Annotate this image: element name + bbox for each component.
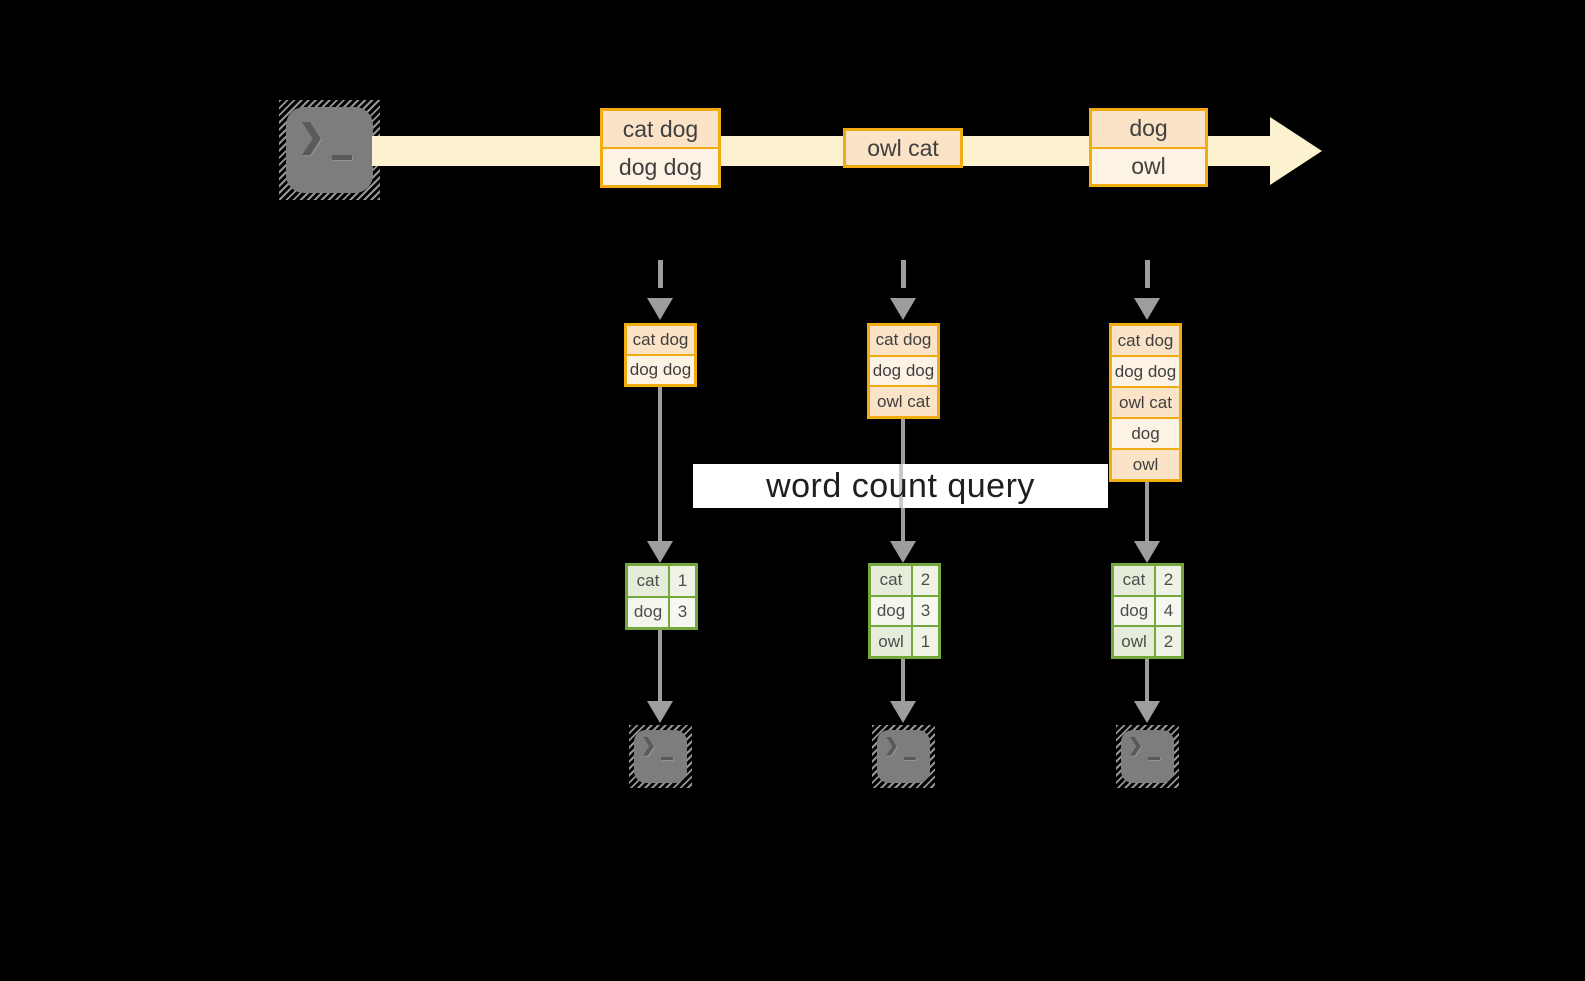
count-cell: 3: [670, 597, 695, 627]
count-cell: 2: [913, 566, 938, 595]
event-box-2: owl cat: [843, 128, 963, 168]
arrow-line: [1145, 482, 1149, 545]
dashed-arrow-line: [901, 260, 906, 288]
state-box-1: cat dog dog dog: [624, 323, 697, 387]
state-box-2: cat dog dog dog owl cat: [867, 323, 940, 419]
count-table-1: cat 1 dog 3: [625, 563, 698, 630]
arrow-line: [901, 659, 905, 703]
terminal-icon-body: ❯: [1121, 730, 1174, 783]
terminal-icon-body: ❯: [877, 730, 930, 783]
word-cell: cat: [1114, 566, 1154, 595]
arrowhead-icon: [1134, 541, 1160, 563]
event-row: dog dog: [603, 149, 718, 185]
dashed-arrowhead-icon: [647, 298, 673, 320]
count-cell: 1: [670, 566, 695, 596]
arrowhead-icon: [647, 541, 673, 563]
terminal-icon-body: ❯: [634, 730, 687, 783]
count-cell: 3: [913, 596, 938, 626]
word-cell: owl: [1114, 627, 1154, 656]
arrow-line: [658, 630, 662, 703]
state-row: owl: [1112, 450, 1179, 479]
dashed-arrow-line: [1145, 260, 1150, 288]
arrowhead-icon: [1134, 701, 1160, 723]
source-terminal-icon: ❯: [279, 100, 380, 200]
state-row: dog dog: [627, 356, 694, 384]
arrowhead-icon: [890, 701, 916, 723]
query-label: word count query: [693, 464, 1108, 508]
count-cell: 2: [1156, 566, 1181, 595]
count-cell: 4: [1156, 596, 1181, 626]
stream-arrowhead-icon: [1270, 117, 1322, 185]
dashed-arrowhead-icon: [890, 298, 916, 320]
event-row: cat dog: [603, 111, 718, 147]
terminal-chevron-icon: ❯: [1128, 735, 1144, 755]
state-row: cat dog: [627, 326, 694, 354]
terminal-cursor-icon: [1148, 757, 1160, 760]
dashed-arrowhead-icon: [1134, 298, 1160, 320]
terminal-chevron-icon: ❯: [641, 735, 657, 755]
terminal-cursor-icon: [332, 155, 352, 160]
state-row: owl cat: [1112, 388, 1179, 417]
arrowhead-icon: [647, 701, 673, 723]
arrow-line: [1145, 659, 1149, 703]
terminal-chevron-icon: ❯: [298, 118, 325, 154]
state-box-3: cat dog dog dog owl cat dog owl: [1109, 323, 1182, 482]
dashed-arrow-line: [658, 260, 663, 288]
word-cell: dog: [1114, 596, 1154, 626]
count-cell: 2: [1156, 627, 1181, 656]
terminal-cursor-icon: [661, 757, 673, 760]
word-cell: cat: [628, 566, 668, 596]
state-row: dog dog: [1112, 357, 1179, 386]
state-row: cat dog: [870, 326, 937, 355]
count-table-2: cat 2 dog 3 owl 1: [868, 563, 941, 659]
state-row: dog: [1112, 419, 1179, 448]
arrow-line-through-label: [899, 464, 903, 508]
state-row: cat dog: [1112, 326, 1179, 355]
event-box-3: dog owl: [1089, 108, 1208, 187]
count-table-3: cat 2 dog 4 owl 2: [1111, 563, 1184, 659]
sink-terminal-icon: ❯: [1116, 725, 1179, 788]
arrow-line: [658, 387, 662, 545]
word-cell: cat: [871, 566, 911, 595]
sink-terminal-icon: ❯: [629, 725, 692, 788]
word-cell: dog: [871, 596, 911, 626]
sink-terminal-icon: ❯: [872, 725, 935, 788]
event-row: dog: [1092, 111, 1205, 147]
state-row: owl cat: [870, 387, 937, 417]
event-row: owl: [1092, 148, 1205, 184]
event-row: owl cat: [846, 131, 960, 165]
query-label-text: word count query: [766, 466, 1035, 505]
count-cell: 1: [913, 627, 938, 656]
state-row: dog dog: [870, 356, 937, 386]
event-box-1: cat dog dog dog: [600, 108, 721, 188]
terminal-chevron-icon: ❯: [884, 735, 900, 755]
terminal-cursor-icon: [904, 757, 916, 760]
arrowhead-icon: [890, 541, 916, 563]
terminal-icon-body: ❯: [286, 107, 373, 193]
word-cell: owl: [871, 627, 911, 656]
word-cell: dog: [628, 597, 668, 627]
